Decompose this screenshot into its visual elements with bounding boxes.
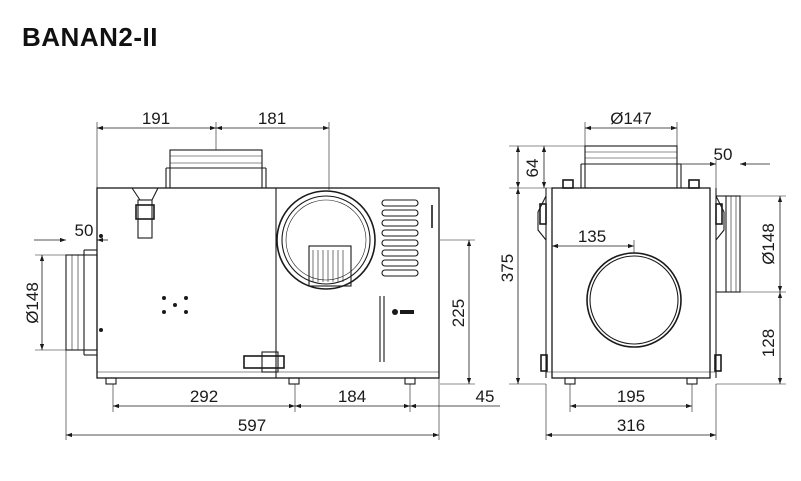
side-top-duct bbox=[165, 149, 267, 189]
dim-64: 64 bbox=[523, 159, 542, 178]
side-latch-top bbox=[130, 187, 159, 239]
dim-181: 181 bbox=[258, 109, 286, 128]
side-latch-bottom bbox=[243, 351, 285, 373]
front-side-latches bbox=[537, 195, 725, 372]
side-feet bbox=[105, 377, 416, 385]
front-feet bbox=[564, 377, 698, 385]
dim-50-front: 50 bbox=[714, 145, 733, 164]
dim-316: 316 bbox=[617, 416, 645, 435]
dim-128: 128 bbox=[759, 329, 778, 357]
dim-diameter-148-side: Ø148 bbox=[23, 282, 42, 324]
dim-597: 597 bbox=[238, 416, 266, 435]
dim-184: 184 bbox=[338, 387, 366, 406]
side-dimension-lines bbox=[34, 125, 500, 438]
side-fan bbox=[276, 190, 376, 290]
side-view bbox=[65, 149, 440, 385]
dim-292: 292 bbox=[190, 387, 218, 406]
front-housing bbox=[551, 187, 711, 379]
drawing-title: BANAN2-II bbox=[22, 22, 158, 52]
front-right-outlet bbox=[716, 195, 741, 293]
side-left-outlet bbox=[65, 249, 98, 356]
front-dimension-lines bbox=[515, 125, 783, 438]
dim-50-side: 50 bbox=[75, 221, 94, 240]
side-vents bbox=[379, 199, 433, 362]
front-top-clips bbox=[562, 179, 700, 189]
dim-135: 135 bbox=[578, 227, 606, 246]
dim-45: 45 bbox=[476, 387, 495, 406]
front-view bbox=[537, 145, 741, 385]
dim-191: 191 bbox=[142, 109, 170, 128]
side-holes bbox=[99, 234, 188, 332]
dim-diameter-147: Ø147 bbox=[610, 109, 652, 128]
dim-diameter-148-front: Ø148 bbox=[759, 223, 778, 265]
dim-225: 225 bbox=[449, 299, 468, 327]
dim-195: 195 bbox=[617, 387, 645, 406]
dim-375: 375 bbox=[498, 254, 517, 282]
front-top-duct bbox=[580, 145, 682, 189]
